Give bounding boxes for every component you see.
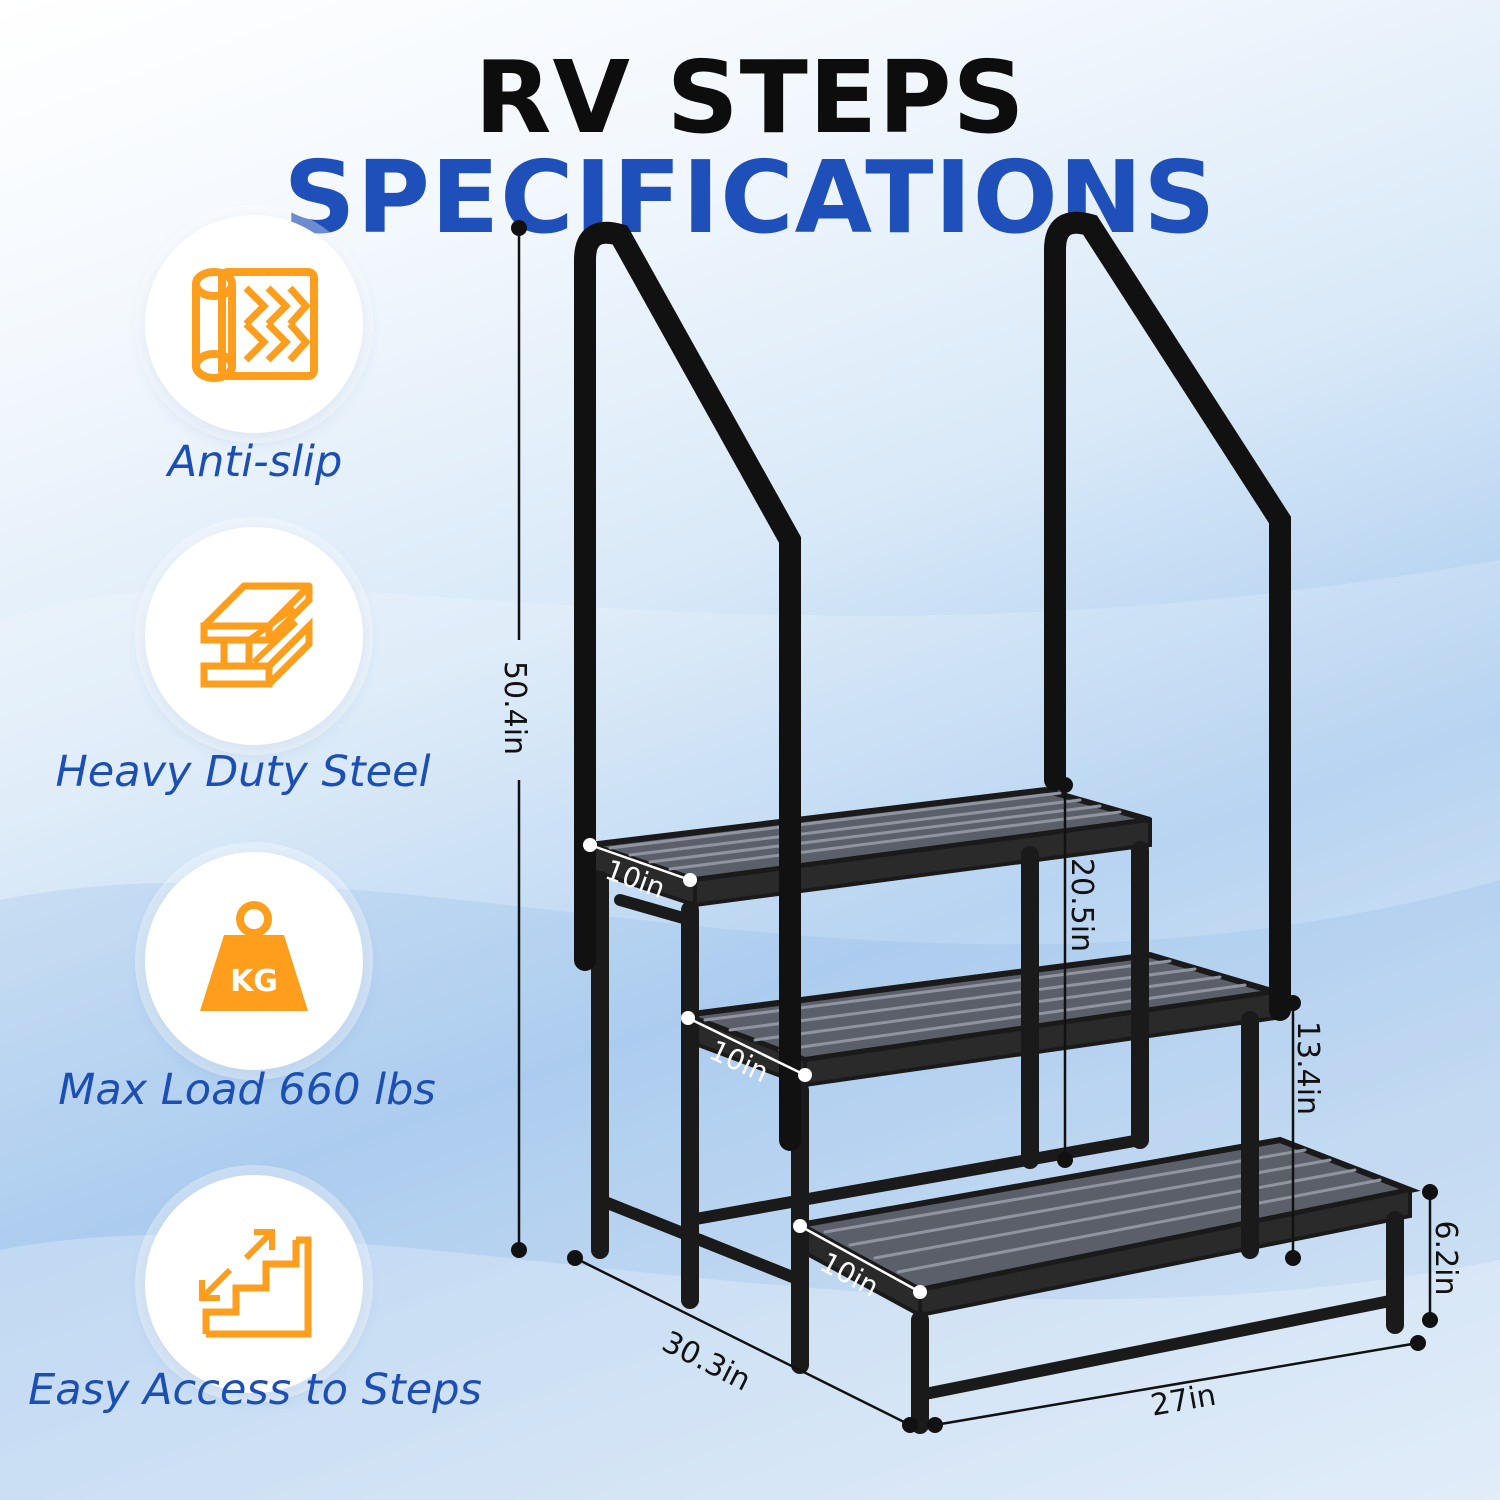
dimension-lines bbox=[517, 228, 1432, 1427]
dim-middle-step-height: 13.4in bbox=[1290, 1021, 1325, 1115]
dim-total-height: 50.4in bbox=[497, 661, 532, 755]
dim-depth: 30.3in bbox=[656, 1325, 756, 1399]
page-title: RV STEPS SPECIFICATIONS bbox=[0, 48, 1500, 248]
stairs-arrow-icon bbox=[145, 1175, 363, 1393]
steel-beam-icon bbox=[145, 527, 363, 745]
dimension-dots bbox=[511, 220, 1438, 1433]
dim-bottom-step-height: 6.2in bbox=[1428, 1220, 1463, 1295]
anti-slip-roll-icon bbox=[145, 215, 363, 433]
steps-frame bbox=[574, 211, 1421, 1434]
dim-top-step-height: 20.5in bbox=[1064, 858, 1099, 952]
title-part1: RV STEPS bbox=[474, 39, 1026, 156]
dim-width: 27in bbox=[1148, 1378, 1219, 1424]
feature-label: Easy Access to Steps bbox=[28, 1365, 482, 1415]
kg-weight-icon: KG bbox=[145, 852, 363, 1070]
kg-text: KG bbox=[230, 964, 278, 999]
feature-label: Heavy Duty Steel bbox=[55, 747, 431, 797]
feature-label: Anti-slip bbox=[167, 437, 343, 487]
feature-label: Max Load 660 lbs bbox=[58, 1065, 436, 1115]
